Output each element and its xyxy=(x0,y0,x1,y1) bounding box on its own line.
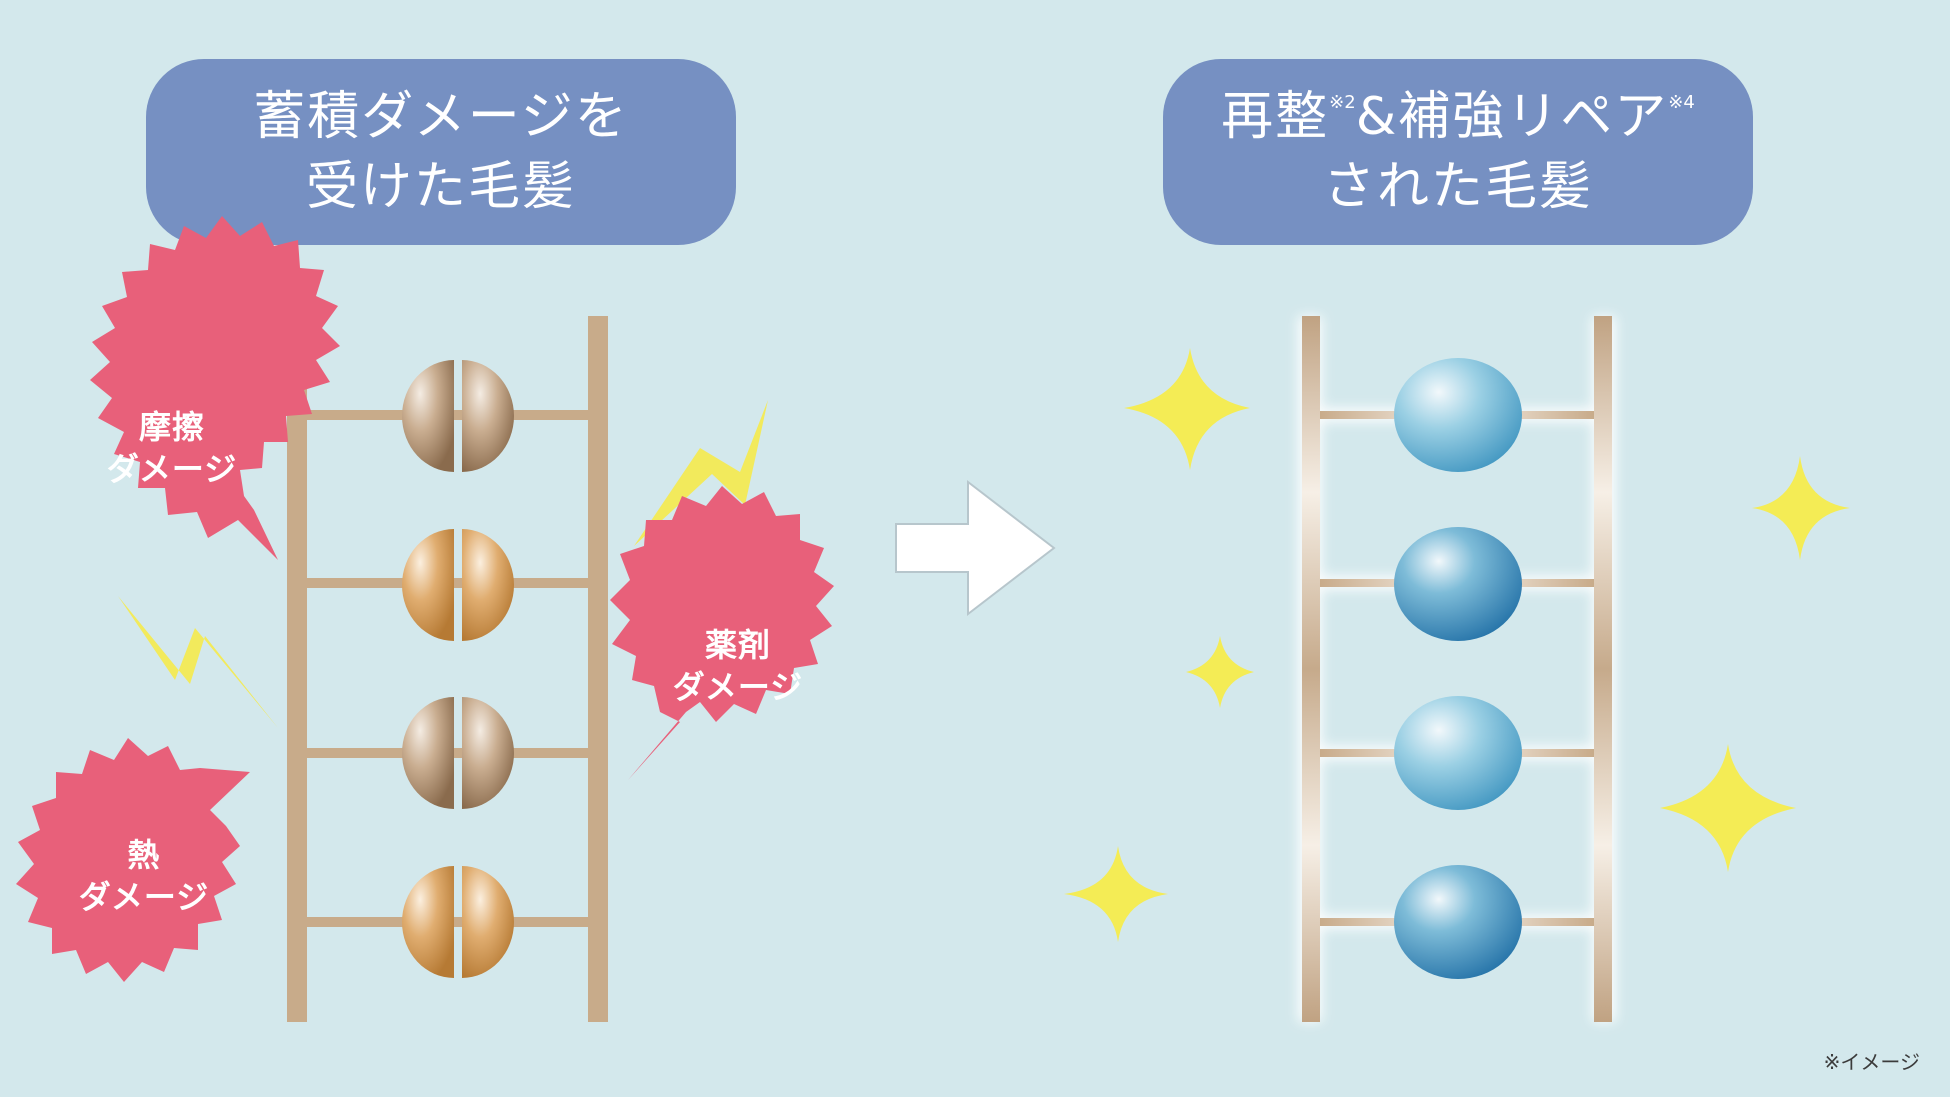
heat-damage-label: 熱 ダメージ xyxy=(44,834,244,918)
damaged-hair-title: 蓄積ダメージを 受けた毛髪 xyxy=(146,59,736,245)
blue-ball xyxy=(1394,527,1522,641)
chemical-damage-bubble xyxy=(610,486,834,780)
repaired-title-part2: &補強リペア xyxy=(1355,87,1669,147)
chemical-damage-label-line1: 薬剤 xyxy=(704,626,771,664)
footnote-mark-4: ※4 xyxy=(1668,92,1695,113)
sparkle-icon xyxy=(1124,348,1250,470)
friction-damage-label: 摩擦 ダメージ xyxy=(72,406,272,490)
chemical-damage-label: 薬剤 ダメージ xyxy=(638,624,838,708)
chemical-damage-label-line2: ダメージ xyxy=(672,668,804,706)
heat-damage-label-line2: ダメージ xyxy=(78,878,210,916)
sparkle-icon xyxy=(1064,846,1168,942)
repaired-hair-title-line2: された毛髪 xyxy=(1322,157,1593,217)
friction-damage-label-line2: ダメージ xyxy=(106,450,238,488)
ladder-rail-right xyxy=(1594,316,1612,1022)
repaired-hair-title: 再整※2&補強リペア※4 された毛髪 xyxy=(1163,59,1753,245)
heat-damage-label-line1: 熱 xyxy=(127,836,161,874)
split-ball xyxy=(402,697,514,809)
sparkle-icon xyxy=(1660,744,1796,872)
damaged-hair-title-line2: 受けた毛髪 xyxy=(305,157,576,217)
lightning-icon xyxy=(634,400,768,546)
repaired-title-part1: 再整 xyxy=(1221,87,1330,147)
repaired-hair-title-line1: 再整※2&補強リペア※4 xyxy=(1163,82,1753,152)
ladder-rail-left xyxy=(287,316,307,1022)
damaged-hair-title-line1: 蓄積ダメージを xyxy=(253,87,629,147)
friction-damage-bubble xyxy=(90,216,340,560)
split-ball xyxy=(402,360,514,472)
blue-ball xyxy=(1394,358,1522,472)
split-ball xyxy=(402,866,514,978)
blue-ball xyxy=(1394,696,1522,810)
lightning-icon xyxy=(118,596,278,728)
footnote-mark-2: ※2 xyxy=(1329,92,1356,113)
friction-damage-label-line1: 摩擦 xyxy=(138,408,205,446)
arrow-right-icon xyxy=(895,479,1056,617)
heat-damage-bubble xyxy=(16,738,250,982)
split-ball xyxy=(402,529,514,641)
ladder-rail-left xyxy=(1302,316,1320,1022)
sparkle-icon xyxy=(1752,456,1850,560)
image-note: ※イメージ xyxy=(1823,1050,1920,1074)
ladder-rail-right xyxy=(588,316,608,1022)
sparkle-icon xyxy=(1186,636,1254,708)
blue-ball xyxy=(1394,865,1522,979)
